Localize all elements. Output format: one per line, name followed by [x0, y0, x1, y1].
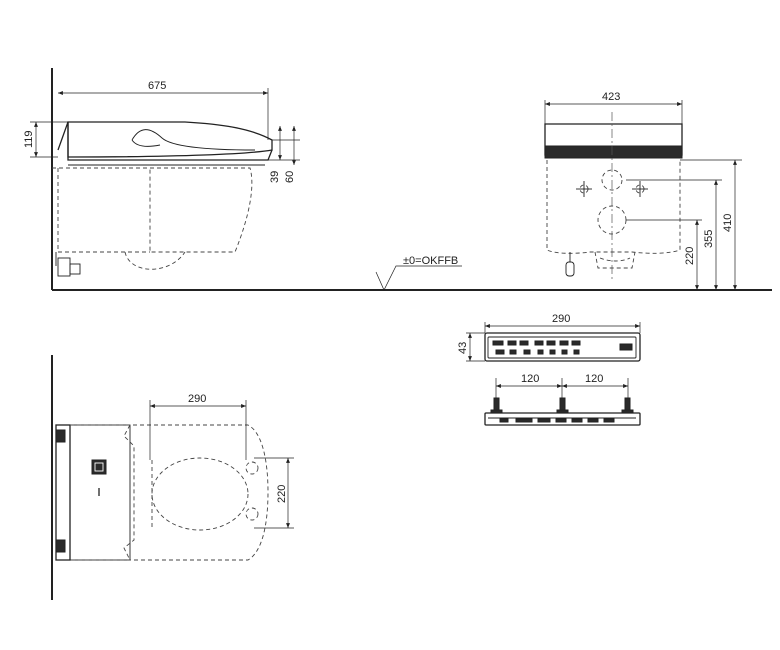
control-panel-view: 290 43 [457, 313, 641, 362]
floor-ref-symbol [375, 265, 462, 291]
front-water-inlet [601, 169, 623, 191]
dim-675-label: 675 [148, 80, 166, 92]
front-lid-band [544, 145, 683, 159]
side-bowl-outline [52, 167, 253, 253]
front-drain [594, 251, 636, 269]
side-pipe-fixture [55, 252, 81, 277]
top-seat-notch [123, 424, 135, 561]
bracket-bolt-center [556, 397, 569, 414]
dim-119-label: 119 [23, 130, 35, 148]
dim-60-label: 60 [284, 171, 296, 183]
top-flush-plate [69, 424, 131, 561]
side-drain-curve [124, 251, 186, 270]
side-view: 675 119 39 60 ±0=OKFFB [23, 68, 772, 291]
top-bowl-opening [151, 457, 249, 531]
front-body-outline [546, 160, 681, 254]
front-fixing-point-right [632, 181, 648, 197]
top-view: 290 220 [51, 355, 294, 600]
top-fixing-hole-bottom [245, 507, 259, 521]
side-hinge-curve-inner [131, 139, 161, 147]
bracket-bolt-right [621, 397, 634, 414]
dim-top-290-label: 290 [188, 393, 206, 405]
top-carrier-foot-bottom [55, 539, 66, 553]
side-lid [67, 121, 273, 158]
top-toilet-outline [70, 424, 269, 561]
dim-355-label: 355 [703, 230, 715, 248]
dim-panel-43-label: 43 [457, 342, 469, 354]
bracket-slots [499, 418, 615, 423]
bracket-bolt-left [490, 397, 503, 414]
mounting-bracket-view: 120 120 [484, 373, 641, 426]
control-panel-buttons [492, 340, 633, 355]
top-fixing-hole-top [245, 461, 259, 475]
floor-ref-label: ±0=OKFFB [403, 255, 458, 267]
dim-bracket-left-label: 120 [521, 373, 539, 385]
dim-bracket-right-label: 120 [585, 373, 603, 385]
side-hinge-curve [131, 129, 256, 151]
dim-423-label: 423 [602, 91, 620, 103]
side-seat [57, 121, 273, 161]
front-valve [565, 252, 575, 277]
top-flush-button [91, 459, 107, 475]
side-carrier-outline [57, 168, 150, 253]
front-fixing-point-left [576, 181, 592, 197]
control-panel-body [484, 332, 641, 362]
top-carrier-foot-top [55, 429, 66, 443]
dim-410-label: 410 [722, 214, 734, 232]
front-drain-inner [599, 257, 631, 262]
dim-39-label: 39 [269, 171, 281, 183]
dim-220-label: 220 [684, 247, 696, 265]
front-view: 423 220 355 410 [544, 91, 742, 290]
dim-top-220-label: 220 [276, 485, 288, 503]
dim-panel-290-label: 290 [552, 313, 570, 325]
